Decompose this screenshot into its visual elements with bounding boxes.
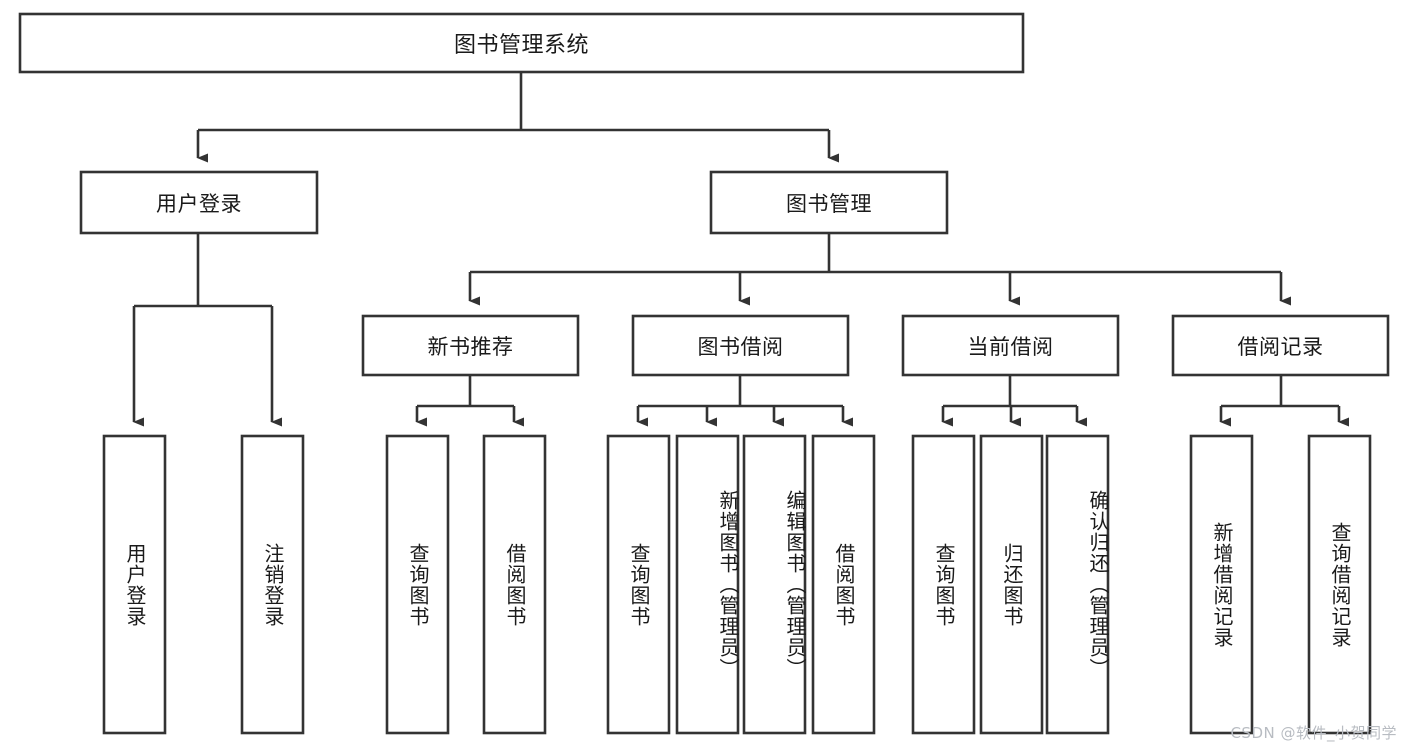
node-box-leaf-current-borrow-3[interactable]: [1045, 434, 1110, 735]
node-box-leaf-book-borrow-1[interactable]: [606, 434, 671, 735]
node-box-leaf-book-borrow-2[interactable]: [675, 434, 740, 735]
node-box-leaf-borrow-record-1[interactable]: [1189, 434, 1254, 735]
csdn-watermark: CSDN @软件_小贺同学: [1230, 724, 1397, 742]
node-box-borrow-record[interactable]: [1171, 314, 1390, 377]
node-box-current-borrow[interactable]: [901, 314, 1120, 377]
connector-lines: [132, 72, 1349, 427]
node-box-leaf-current-borrow-2[interactable]: [979, 434, 1044, 735]
node-box-new-book-recommend[interactable]: [361, 314, 580, 377]
node-box-leaf-new-book-2[interactable]: [482, 434, 547, 735]
node-box-book-borrow[interactable]: [631, 314, 850, 377]
node-box-leaf-user-login-1[interactable]: [102, 434, 167, 735]
node-box-root[interactable]: [18, 12, 1025, 74]
node-box-leaf-new-book-1[interactable]: [385, 434, 450, 735]
node-box-book-manage[interactable]: [709, 170, 949, 235]
node-box-leaf-book-borrow-4[interactable]: [811, 434, 876, 735]
node-box-leaf-book-borrow-3[interactable]: [742, 434, 807, 735]
node-box-leaf-current-borrow-1[interactable]: [911, 434, 976, 735]
node-box-user-login[interactable]: [79, 170, 319, 235]
node-box-leaf-user-login-2[interactable]: [240, 434, 305, 735]
node-boxes: [18, 12, 1390, 735]
node-box-leaf-borrow-record-2[interactable]: [1307, 434, 1372, 735]
